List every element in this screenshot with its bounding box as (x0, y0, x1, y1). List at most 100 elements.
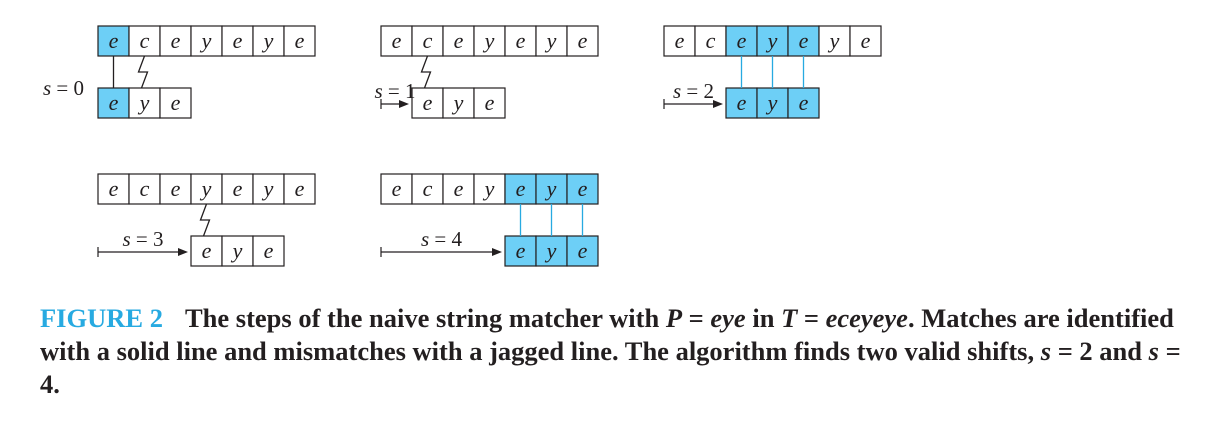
shift-label: s = 3 (122, 227, 163, 251)
text-char: e (295, 28, 305, 53)
text-char: e (861, 28, 871, 53)
text-char: e (392, 176, 402, 201)
text-cell (566, 25, 599, 57)
caption-P: P (665, 303, 683, 333)
mismatch-line (137, 55, 149, 89)
shift-label: s = 2 (673, 79, 714, 103)
text-char: e (171, 28, 181, 53)
arrow-head (713, 100, 723, 108)
figure-caption: FIGURE 2 The steps of the naive string ma… (40, 302, 1200, 401)
text-char: e (233, 176, 243, 201)
pattern-cell (504, 235, 537, 267)
text-cell (128, 173, 161, 205)
text-char: y (483, 28, 495, 53)
text-char: e (578, 28, 588, 53)
pattern-char: e (737, 90, 747, 115)
pattern-char: e (578, 238, 588, 263)
caption-text-2: . Matches are identified with a solid li… (40, 303, 1174, 366)
pattern-char: y (138, 90, 150, 115)
arrow-head (399, 100, 409, 108)
text-cell (190, 173, 223, 205)
text-char: e (516, 176, 526, 201)
text-char: e (675, 28, 685, 53)
shift-label: s = 0 (43, 76, 84, 100)
text-char: e (737, 28, 747, 53)
pattern-cell (411, 87, 444, 119)
text-char: y (545, 28, 557, 53)
text-char: c (140, 176, 150, 201)
caption-pattern: eye (710, 303, 746, 333)
text-cell (504, 25, 537, 57)
text-char: e (799, 28, 809, 53)
text-cell (756, 25, 789, 57)
text-cell (380, 25, 413, 57)
text-char: e (516, 28, 526, 53)
text-char: e (109, 176, 119, 201)
text-char: c (140, 28, 150, 53)
caption-in: in (745, 303, 782, 333)
text-cell (535, 25, 568, 57)
text-cell (159, 25, 192, 57)
caption-text-word: eceyeye (825, 303, 908, 333)
text-cell (283, 173, 316, 205)
text-char: y (262, 176, 274, 201)
caption-shift-4: = 4. (40, 336, 1181, 399)
text-char: y (200, 176, 212, 201)
text-cell (380, 173, 413, 205)
pattern-cell (159, 87, 192, 119)
text-cell (159, 173, 192, 205)
caption-shift-2: = 2 and (1051, 336, 1149, 366)
text-char: e (233, 28, 243, 53)
pattern-cell (128, 87, 161, 119)
text-char: y (483, 176, 495, 201)
mismatch-line (199, 203, 211, 237)
text-cell (473, 173, 506, 205)
text-char: e (578, 176, 588, 201)
pattern-char: y (452, 90, 464, 115)
text-char: e (392, 28, 402, 53)
caption-eq: = (797, 303, 826, 333)
text-char: c (706, 28, 716, 53)
pattern-char: e (423, 90, 433, 115)
text-cell (694, 25, 727, 57)
pattern-cell (221, 235, 254, 267)
caption-text-1: The steps of the naive string matcher wi… (184, 303, 666, 333)
pattern-cell (473, 87, 506, 119)
text-char: e (454, 28, 464, 53)
arrow-head (178, 248, 188, 256)
text-char: e (295, 176, 305, 201)
text-cell (849, 25, 882, 57)
pattern-char: e (516, 238, 526, 263)
shift-label: s = 1 (374, 79, 415, 103)
text-cell (442, 173, 475, 205)
pattern-cell (535, 235, 568, 267)
pattern-char: e (485, 90, 495, 115)
text-char: y (828, 28, 840, 53)
pattern-char: y (545, 238, 557, 263)
text-char: c (423, 176, 433, 201)
pattern-cell (97, 87, 130, 119)
pattern-cell (442, 87, 475, 119)
pattern-cell (787, 87, 820, 119)
pattern-char: e (264, 238, 274, 263)
arrow-head (492, 248, 502, 256)
shift-label: s = 4 (421, 227, 463, 251)
text-char: e (454, 176, 464, 201)
text-cell (473, 25, 506, 57)
pattern-char: e (171, 90, 181, 115)
text-cell (283, 25, 316, 57)
text-char: e (109, 28, 119, 53)
text-char: c (423, 28, 433, 53)
caption-T: T (781, 303, 798, 333)
caption-s: s (1040, 336, 1052, 366)
pattern-cell (252, 235, 285, 267)
text-char: y (766, 28, 778, 53)
text-cell (535, 173, 568, 205)
mismatch-line (420, 55, 432, 89)
figure-label: FIGURE 2 (40, 303, 163, 333)
